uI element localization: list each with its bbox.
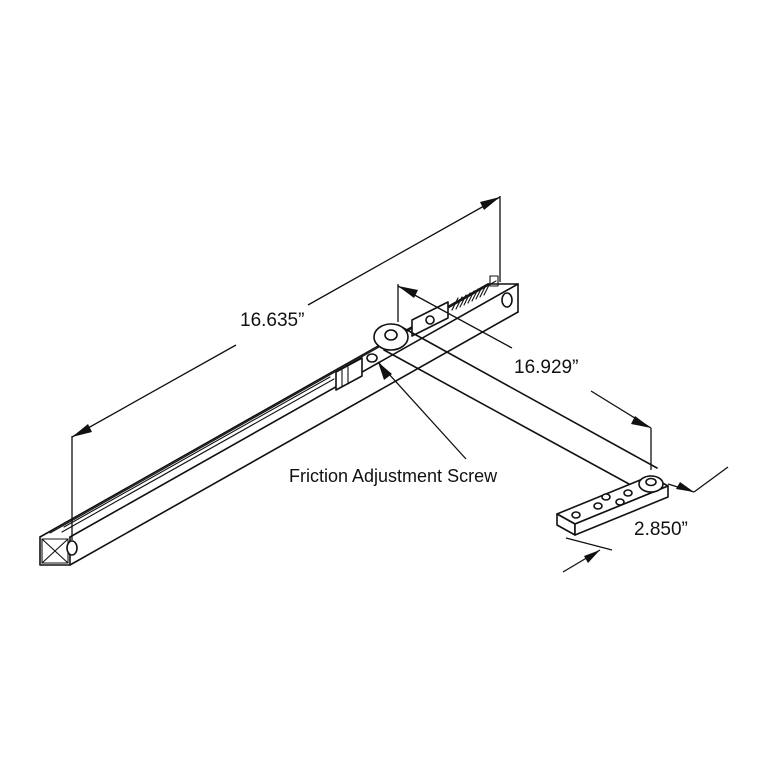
callout-leader bbox=[377, 361, 467, 460]
overall-length-label: 16.635” bbox=[240, 310, 305, 331]
channel-track bbox=[39, 275, 519, 566]
dimension-plate-width bbox=[562, 466, 729, 573]
dimension-overall-length bbox=[71, 196, 501, 540]
mounting-plate bbox=[556, 475, 669, 536]
friction-screw-callout: Friction Adjustment Screw bbox=[289, 466, 498, 486]
spring-coil bbox=[451, 282, 491, 311]
support-arm bbox=[366, 323, 658, 491]
arm-length-label: 16.929” bbox=[514, 357, 579, 378]
plate-width-label: 2.850” bbox=[634, 519, 688, 540]
dimension-arm-length bbox=[397, 284, 652, 470]
